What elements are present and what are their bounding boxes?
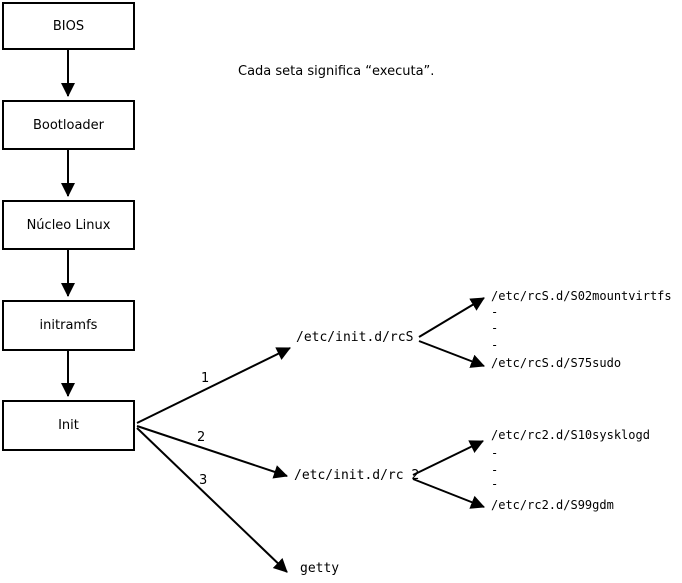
path-rcs-s75sudo: /etc/rcS.d/S75sudo [491, 356, 622, 370]
branch-number-3: 3 [199, 473, 208, 488]
arrow-rc2-to-s99gdm [412, 478, 485, 509]
node-kernel: Núcleo Linux [2, 200, 135, 250]
ellipsis-dash: - [491, 338, 499, 352]
ellipsis-dash: - [491, 321, 499, 335]
path-rcs-s02mountvirtfs: /etc/rcS.d/S02mountvirtfs [491, 289, 672, 303]
ellipsis-dash: - [491, 446, 499, 460]
path-getty: getty [300, 561, 340, 576]
ellipsis-dash: - [491, 305, 499, 319]
path-etc-init-d-rcs: /etc/init.d/rcS [296, 330, 414, 345]
path-etc-init-d-rc2: /etc/init.d/rc 2 [294, 468, 420, 483]
ellipsis-dash: - [491, 477, 499, 491]
path-rc2-s99gdm: /etc/rc2.d/S99gdm [491, 498, 614, 512]
arrow-rcs-to-s75sudo [418, 340, 485, 368]
node-init: Init [2, 400, 135, 451]
legend-note: Cada seta significa “executa”. [238, 64, 435, 79]
branch-number-1: 1 [201, 371, 210, 386]
node-initramfs: initramfs [2, 300, 135, 351]
arrow-rc2-to-s10sysklogd [412, 440, 484, 476]
arrow-init-to-rcs [136, 347, 291, 424]
branch-number-2: 2 [197, 430, 206, 445]
node-bootloader: Bootloader [2, 100, 135, 150]
node-bios: BIOS [2, 2, 135, 50]
arrow-init-to-getty [136, 427, 288, 573]
arrow-init-to-rc2 [136, 425, 288, 479]
ellipsis-dash: - [491, 463, 499, 477]
arrow-rcs-to-s02mountvirtfs [418, 297, 485, 338]
path-rc2-s10sysklogd: /etc/rc2.d/S10sysklogd [491, 428, 650, 442]
